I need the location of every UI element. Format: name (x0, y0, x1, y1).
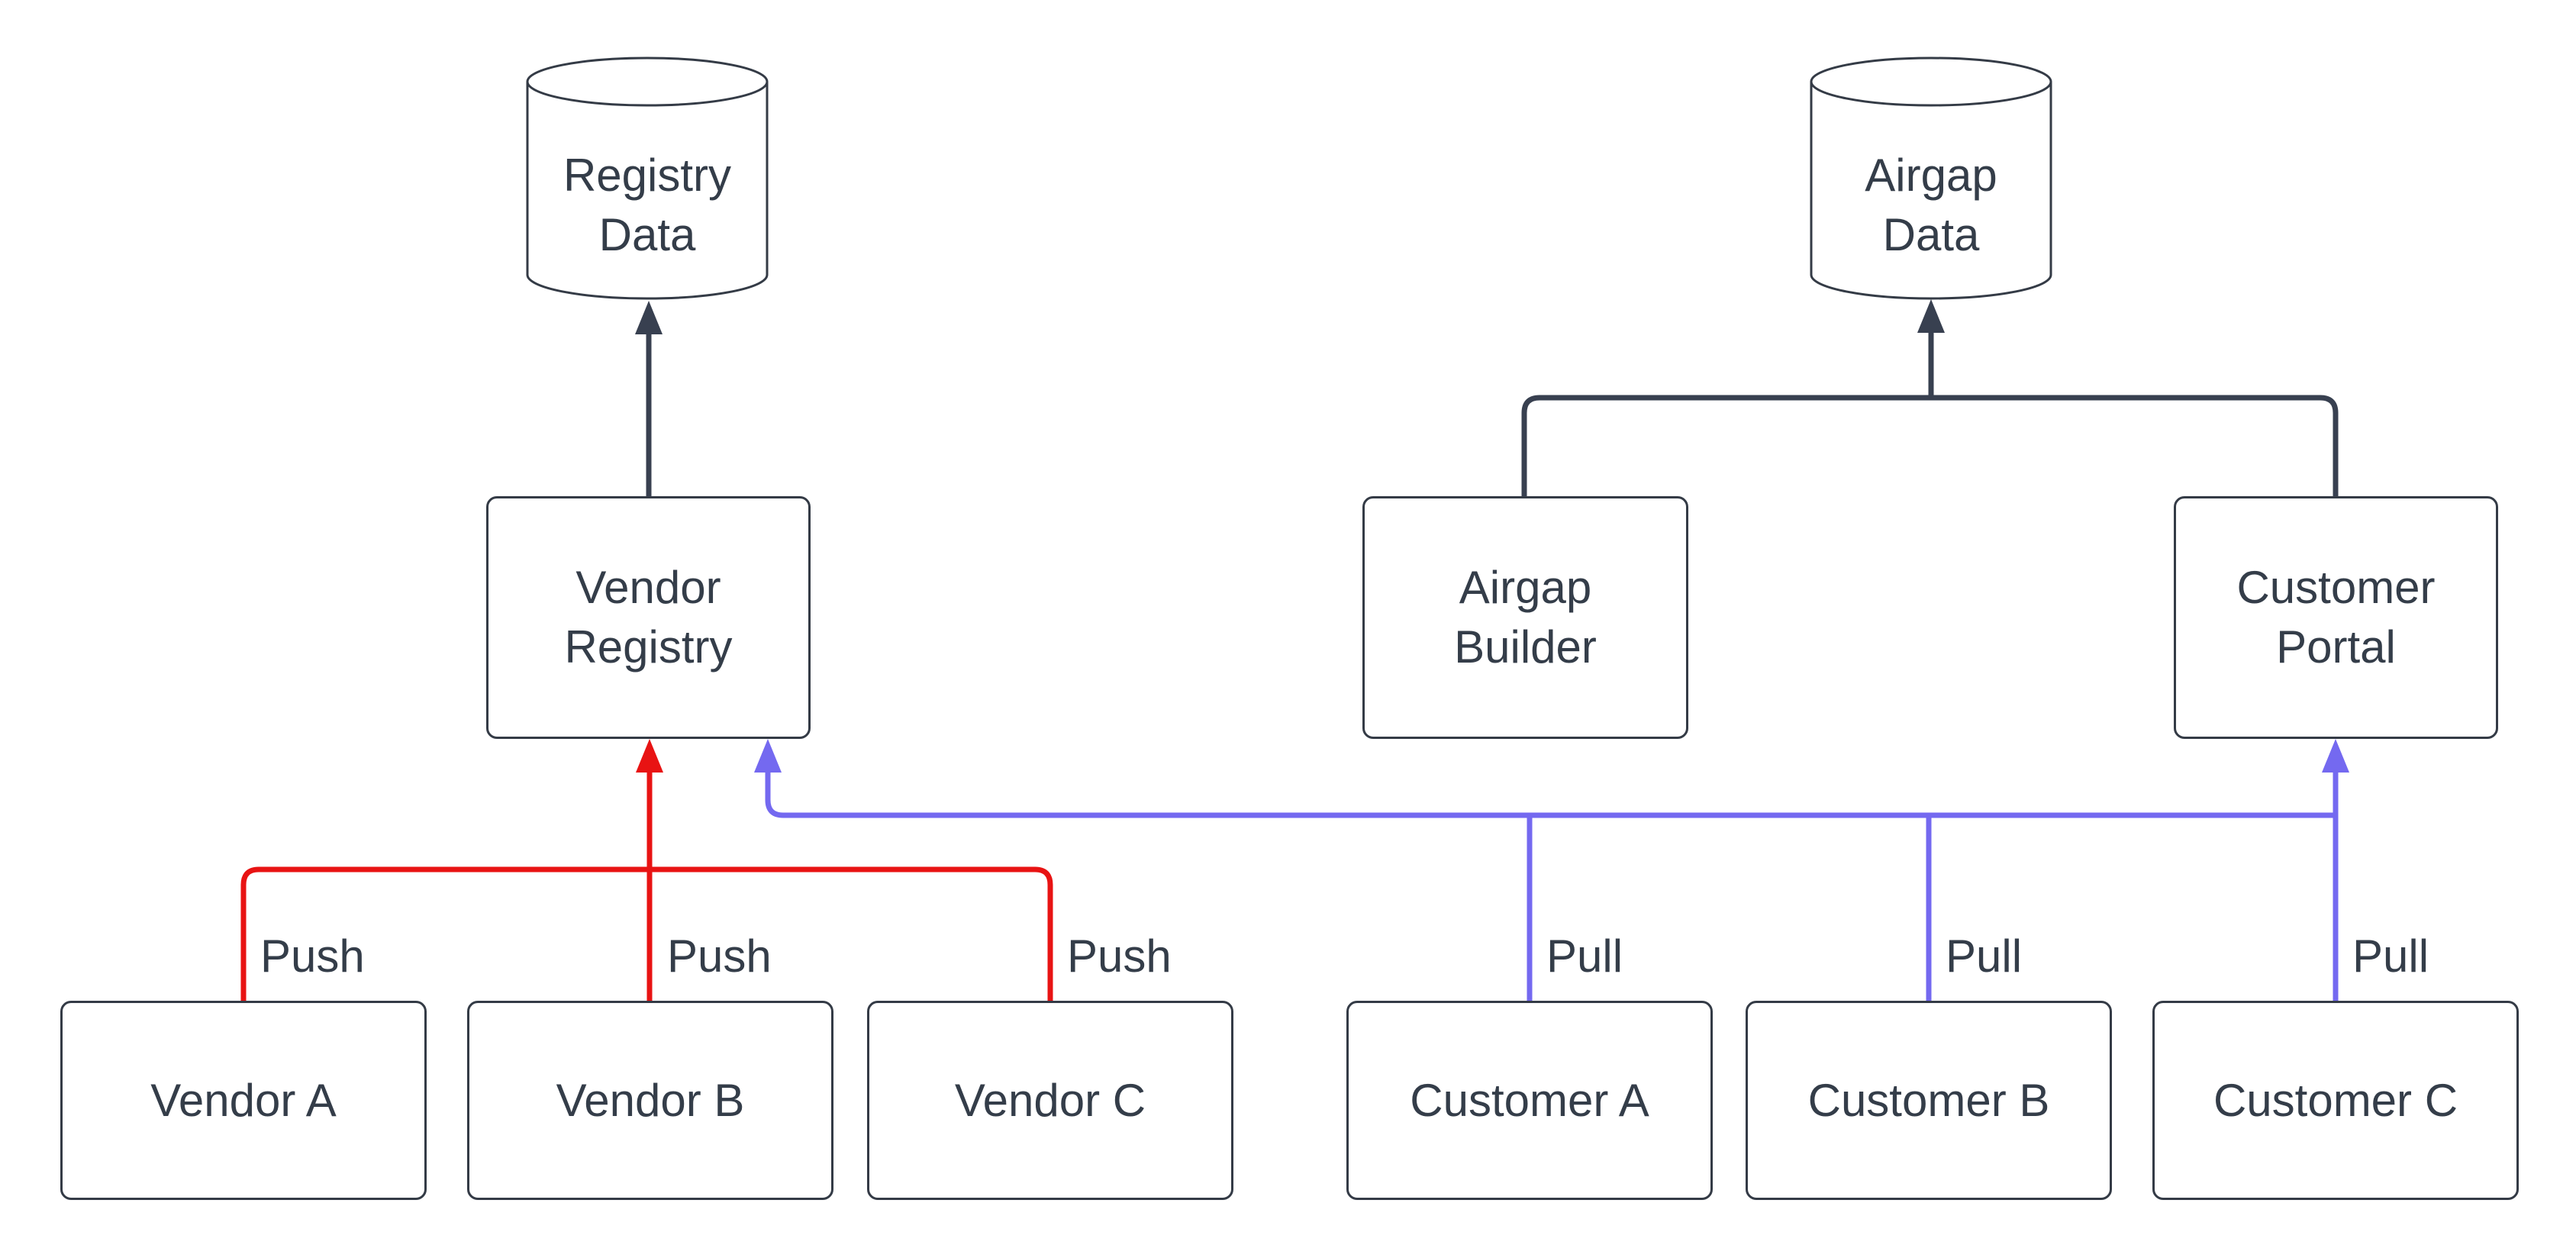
edge-vendors-push (240, 739, 1053, 1001)
edge-label-pull-b: Pull (1946, 931, 2023, 982)
node-customer-portal: Customer Portal (2174, 496, 2498, 739)
label-line-1: Airgap (1865, 150, 1997, 201)
edge-label-push-a: Push (260, 931, 365, 982)
edge-label-pull-c: Pull (2352, 931, 2429, 982)
edge-customers-pull (754, 739, 2349, 1001)
node-vendor-a: Vendor A (60, 1001, 427, 1200)
node-registry-data: Registry Data (525, 56, 769, 300)
edge-label-push-c: Push (1067, 931, 1172, 982)
node-label: Vendor B (556, 1074, 745, 1126)
node-vendor-b: Vendor B (467, 1001, 833, 1200)
node-label: Vendor A (150, 1074, 337, 1126)
node-label: Customer A (1410, 1074, 1649, 1126)
node-label: Customer B (1807, 1074, 2050, 1126)
node-customer-b: Customer B (1746, 1001, 2112, 1200)
node-label: Airgap Data (1809, 111, 2053, 300)
node-label: Customer C (2213, 1074, 2458, 1126)
label-line-2: Builder (1454, 621, 1597, 673)
node-airgap-builder: Airgap Builder (1362, 496, 1688, 739)
cylinder-shape (526, 56, 769, 300)
edge-vendor-registry-to-registry-data (635, 301, 663, 496)
node-vendor-registry: Vendor Registry (486, 496, 811, 739)
label-line-2: Portal (2276, 621, 2396, 673)
node-vendor-c: Vendor C (867, 1001, 1233, 1200)
node-label: Vendor C (954, 1074, 1146, 1126)
node-customer-a: Customer A (1346, 1001, 1713, 1200)
label-line-2: Data (598, 209, 696, 260)
label-line-1: Airgap (1459, 562, 1592, 613)
label-line-1: Registry (563, 150, 732, 201)
label-line-2: Data (1882, 209, 1980, 260)
edge-builders-to-airgap-data (1521, 299, 2339, 496)
edge-label-pull-a: Pull (1546, 931, 1623, 982)
cylinder-shape (1810, 56, 2052, 300)
label-line-2: Registry (564, 621, 733, 673)
edge-label-push-b: Push (667, 931, 772, 982)
label-line-1: Vendor (575, 562, 721, 613)
node-airgap-data: Airgap Data (1809, 56, 2053, 300)
label-line-1: Customer (2236, 562, 2436, 613)
node-customer-c: Customer C (2152, 1001, 2519, 1200)
node-label: Registry Data (525, 111, 769, 300)
